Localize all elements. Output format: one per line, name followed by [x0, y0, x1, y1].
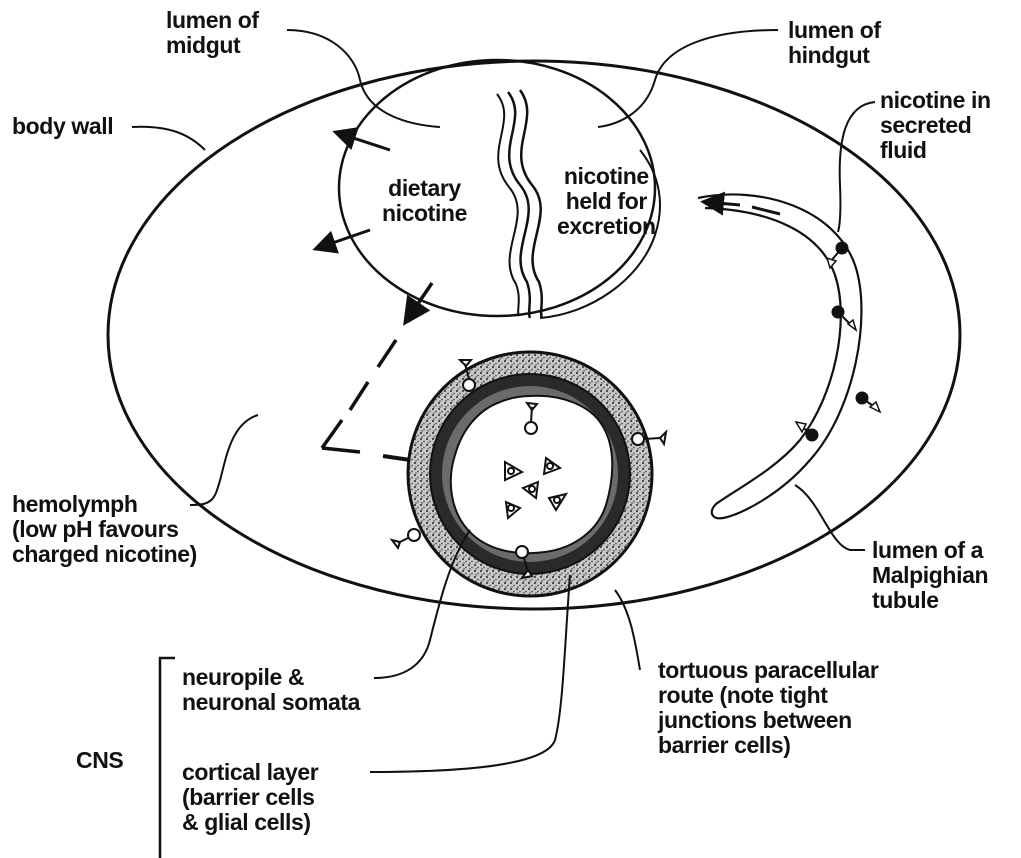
label-lumen-hindgut-line1: lumen of — [788, 18, 881, 43]
cns-bracket — [160, 658, 175, 858]
label-dietary-nicotine-line1: dietary — [382, 176, 467, 201]
label-cortical-line1: cortical layer — [182, 760, 318, 785]
label-lumen-midgut-line1: lumen of — [166, 8, 259, 33]
label-dietary-nicotine-line2: nicotine — [382, 201, 467, 226]
label-malpighian-line2: Malpighian — [872, 563, 988, 588]
label-nicotine-secreted-line3: fluid — [880, 138, 991, 163]
label-cortical-line3: & glial cells) — [182, 810, 318, 835]
arrow-midgut-out-2 — [318, 230, 370, 248]
secreted-arrow-2 — [752, 207, 780, 214]
label-tortuous-line4: barrier cells) — [658, 733, 878, 758]
label-neuropile-line2: neuronal somata — [182, 690, 360, 715]
label-hemolymph-line1: hemolymph — [12, 492, 197, 517]
label-nicotine-held-line2: held for — [557, 189, 656, 214]
label-nicotine-held: nicotine held for excretion — [557, 164, 656, 239]
label-cortical-line2: (barrier cells — [182, 785, 318, 810]
label-nicotine-secreted: nicotine in secreted fluid — [880, 88, 991, 163]
label-hemolymph-line3: charged nicotine) — [12, 542, 197, 567]
label-cns: CNS — [76, 748, 123, 773]
label-lumen-midgut-line2: midgut — [166, 33, 259, 58]
dash-2 — [378, 340, 396, 367]
hindgut-wall-left — [497, 94, 519, 316]
dash-4 — [322, 420, 342, 448]
label-lumen-midgut: lumen of midgut — [166, 8, 259, 58]
label-malpighian-line1: lumen of a — [872, 538, 988, 563]
dash-3 — [350, 382, 368, 410]
label-body-wall: body wall — [12, 114, 113, 139]
label-nicotine-secreted-line1: nicotine in — [880, 88, 991, 113]
label-tortuous-line1: tortuous paracellular — [658, 658, 878, 683]
dash-1 — [407, 283, 432, 320]
label-nicotine-held-line1: nicotine — [557, 164, 656, 189]
label-malpighian: lumen of a Malpighian tubule — [872, 538, 988, 613]
label-body-wall-text: body wall — [12, 114, 113, 139]
label-tortuous-line3: junctions between — [658, 708, 878, 733]
label-tortuous-line2: route (note tight — [658, 683, 878, 708]
label-hemolymph-line2: (low pH favours — [12, 517, 197, 542]
label-cortical: cortical layer (barrier cells & glial ce… — [182, 760, 318, 835]
label-malpighian-line3: tubule — [872, 588, 988, 613]
label-neuropile: neuropile & neuronal somata — [182, 665, 360, 715]
label-lumen-hindgut-line2: hindgut — [788, 43, 881, 68]
label-nicotine-secreted-line2: secreted — [880, 113, 991, 138]
dash-5 — [322, 448, 360, 452]
label-cns-text: CNS — [76, 748, 123, 773]
secreted-arrow-1 — [706, 202, 740, 205]
label-hemolymph: hemolymph (low pH favours charged nicoti… — [12, 492, 197, 567]
label-neuropile-line1: neuropile & — [182, 665, 360, 690]
label-lumen-hindgut: lumen of hindgut — [788, 18, 881, 68]
label-nicotine-held-line3: excretion — [557, 214, 656, 239]
malpighian-tubule-outer — [698, 194, 861, 518]
label-tortuous: tortuous paracellular route (note tight … — [658, 658, 878, 758]
hindgut-wall-inner — [520, 90, 542, 318]
label-dietary-nicotine: dietary nicotine — [382, 176, 467, 226]
